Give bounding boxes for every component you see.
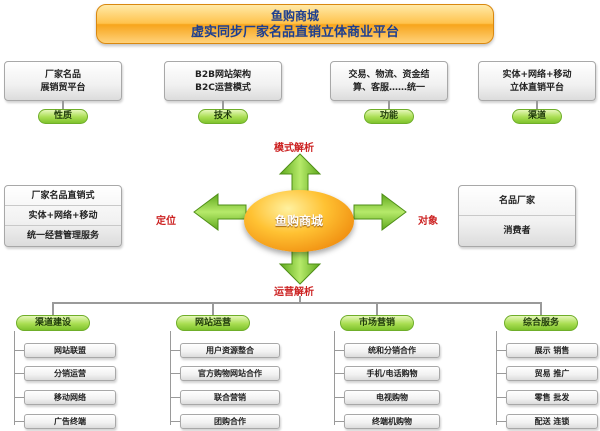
category-integrated-service: 综合服务 [504,315,578,331]
connector-line [536,101,538,109]
category-channel-construction: 渠道建设 [16,315,90,331]
top-box-nature: 厂家名品 展销贸平台 [4,61,122,101]
list-item: 用户资源整合 [180,343,280,358]
connector-line [388,101,390,109]
connector-line [334,373,344,374]
target-item: 名品厂家 [459,186,575,216]
target-box: 名品厂家 消费者 [458,185,576,247]
platform-title-banner: 鱼购商城 虚实同步厂家名品直销立体商业平台 [96,4,494,44]
top-box-technology: B2B网站架构 B2C运营模式 [164,61,282,101]
list-item: 展示 销售 [506,343,598,358]
tag-technology: 技术 [198,109,248,124]
list-item: 移动网络 [24,390,116,405]
title-line-2: 虚实同步厂家名品直销立体商业平台 [190,25,399,40]
top-box-line: 立体直销平台 [509,83,564,93]
positioning-item: 厂家名品直销式 [5,186,121,206]
list-item: 贸易 推广 [506,366,598,381]
connector-line [52,302,54,315]
connector-line [496,350,506,351]
top-box-channel: 实体+网络+移动 立体直销平台 [478,61,596,101]
mode-analysis-label: 模式解析 [274,143,314,154]
target-label: 对象 [418,216,438,227]
connector-line [334,421,344,422]
list-item: 广告终端 [24,414,116,429]
tree-connector [52,302,542,304]
list-item: 手机/电话购物 [344,366,440,381]
top-box-line: B2B网站架构 [195,70,251,80]
connector-line [170,421,180,422]
column-line [170,331,171,425]
tag-nature: 性质 [38,109,88,124]
top-box-line: 实体+网络+移动 [502,70,572,80]
positioning-item: 统一经营管理服务 [26,231,99,241]
connector-line [334,397,344,398]
category-marketing: 市场营销 [340,315,414,331]
arrow-right-icon [353,193,407,231]
connector-line [376,302,378,315]
center-brand-node: 鱼购商城 [244,190,354,252]
positioning-item: 实体+网络+移动 [5,206,121,226]
title-line-1: 鱼购商城 [270,9,319,23]
connector-line [62,101,64,109]
positioning-label: 定位 [156,216,176,227]
connector-line [14,373,24,374]
list-item: 网站联盟 [24,343,116,358]
category-site-operation: 网站运营 [176,315,250,331]
top-box-function: 交易、物流、资金结 算、客服……统一 [330,61,448,101]
connector-line [299,296,301,303]
list-item: 零售 批发 [506,390,598,405]
list-item: 官方购物网站合作 [180,366,280,381]
column-line [496,331,497,425]
tag-channel: 渠道 [512,109,562,124]
connector-line [170,350,180,351]
connector-line [222,101,224,109]
arrow-left-icon [193,193,247,231]
four-way-arrows-icon [193,153,407,285]
operation-analysis-label: 运营解析 [274,287,314,298]
list-item: 联合营销 [180,390,280,405]
connector-line [334,350,344,351]
connector-line [170,397,180,398]
list-item: 终端机购物 [344,414,440,429]
positioning-box: 厂家名品直销式 实体+网络+移动 统一经营管理服务 [4,185,122,247]
list-item: 电视购物 [344,390,440,405]
column-line [334,331,335,425]
connector-line [212,302,214,315]
list-item: 配送 连锁 [506,414,598,429]
top-box-line: 交易、物流、资金结 [348,70,430,80]
tag-function: 功能 [364,109,414,124]
list-item: 分销运营 [24,366,116,381]
connector-line [14,397,24,398]
list-item: 团购合作 [180,414,280,429]
connector-line [540,302,542,315]
top-box-line: 厂家名品 [44,70,81,80]
connector-line [496,397,506,398]
connector-line [496,373,506,374]
top-box-line: 算、客服……统一 [352,83,425,93]
column-line [14,331,15,425]
connector-line [496,421,506,422]
top-box-line: 展销贸平台 [40,83,86,93]
connector-line [170,373,180,374]
list-item: 统和分销合作 [344,343,440,358]
connector-line [14,350,24,351]
target-item: 消费者 [503,226,531,236]
connector-line [14,421,24,422]
top-box-line: B2C运营模式 [195,83,251,93]
